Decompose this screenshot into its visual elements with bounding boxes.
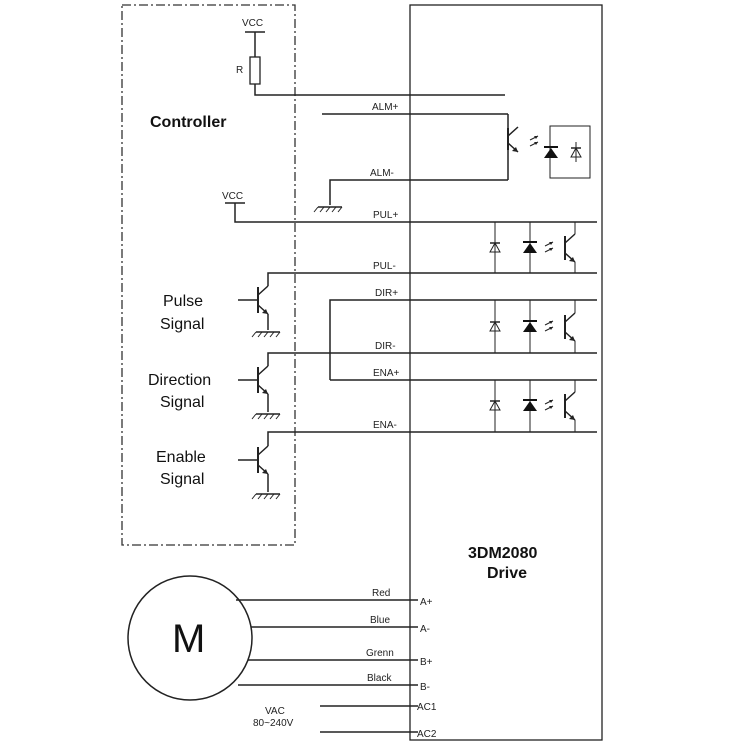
- opto-ena: [489, 379, 597, 433]
- opto-dir: [489, 299, 597, 354]
- pin-dir-plus: DIR+: [375, 288, 398, 299]
- drive-box: [409, 4, 603, 741]
- pin-alm-minus: ALM-: [370, 168, 394, 179]
- resistor-label: R: [236, 65, 243, 76]
- pulse-signal-line1: Pulse: [163, 293, 203, 310]
- vac-range-label: 80~240V: [253, 718, 294, 729]
- motor-label: M: [172, 617, 205, 661]
- enable-signal-line2: Signal: [160, 471, 204, 488]
- pin-dir-minus: DIR-: [375, 341, 396, 352]
- pin-ena-plus: ENA+: [373, 368, 400, 379]
- wire-red: Red: [372, 588, 390, 599]
- pin-a-plus: A+: [420, 597, 433, 608]
- enable-signal-line1: Enable: [156, 449, 206, 466]
- wire-grenn: Grenn: [366, 648, 394, 659]
- pin-ac1: AC1: [417, 702, 437, 713]
- vcc-mid-label: VCC: [222, 191, 243, 202]
- pin-ac2: AC2: [417, 729, 437, 740]
- pin-pul-plus: PUL+: [373, 210, 398, 221]
- pin-ena-minus: ENA-: [373, 420, 397, 431]
- direction-signal-line2: Signal: [160, 394, 204, 411]
- direction-signal-line1: Direction: [148, 372, 211, 389]
- controller-box: [121, 4, 296, 546]
- pin-pul-minus: PUL-: [373, 261, 396, 272]
- pulse-signal-line2: Signal: [160, 316, 204, 333]
- pin-a-minus: A-: [420, 624, 430, 635]
- motor-circle: [127, 575, 253, 701]
- controller-title: Controller: [150, 114, 226, 131]
- opto-pul: [489, 221, 597, 274]
- pin-b-minus: B-: [420, 682, 430, 693]
- pin-b-plus: B+: [420, 657, 433, 668]
- drive-name-line2: Drive: [487, 565, 527, 582]
- drive-name-line1: 3DM2080: [468, 545, 537, 562]
- pin-alm-plus: ALM+: [372, 102, 399, 113]
- vcc-top-label: VCC: [242, 18, 263, 29]
- resistor-r: [249, 56, 261, 85]
- wire-blue: Blue: [370, 615, 390, 626]
- wire-black: Black: [367, 673, 392, 684]
- vac-label: VAC: [265, 706, 285, 717]
